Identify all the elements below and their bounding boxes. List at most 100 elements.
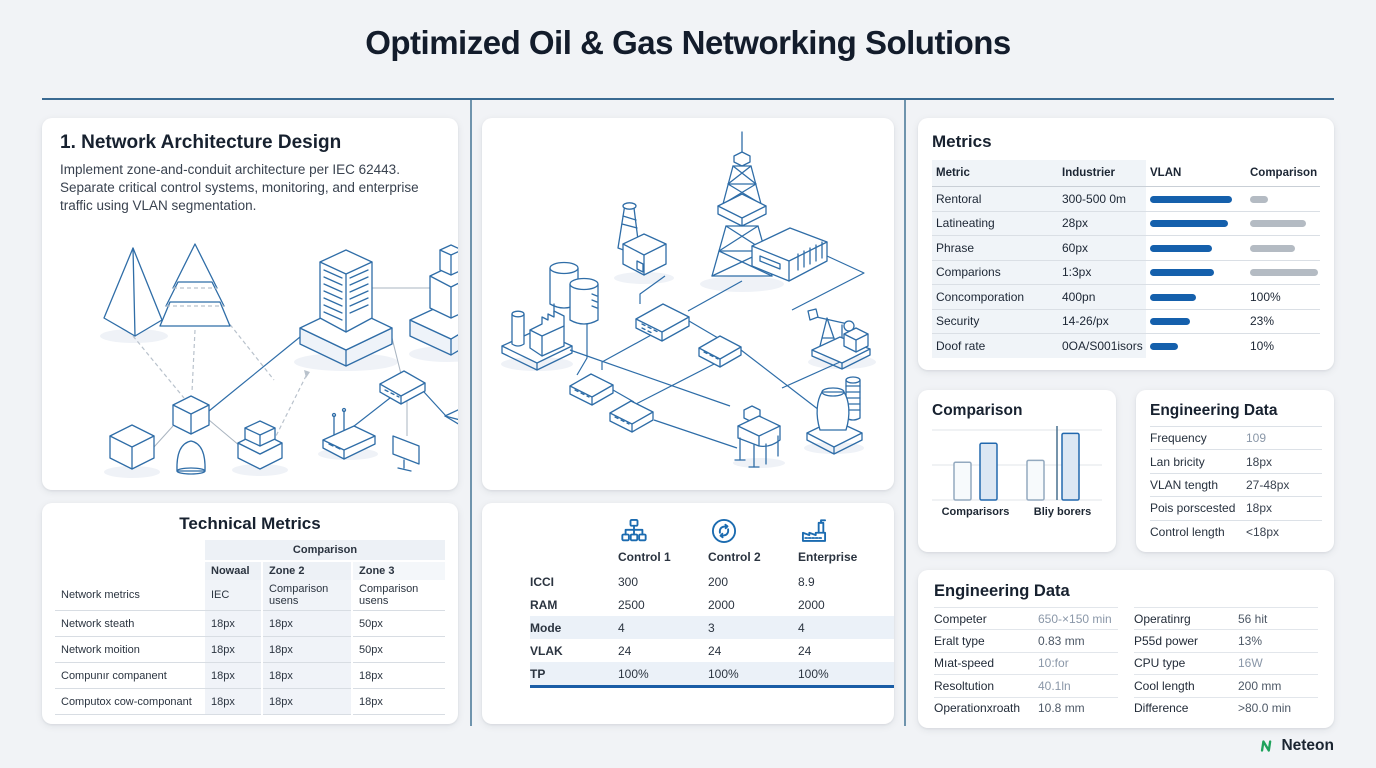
cell-value: 18px bbox=[261, 662, 352, 689]
cell-value: 18px bbox=[261, 688, 352, 715]
industrier-value: 400pn bbox=[1058, 285, 1146, 309]
row-label: Mode bbox=[530, 616, 618, 639]
comparison-cell: 23% bbox=[1250, 314, 1275, 329]
comparison-cell: 10% bbox=[1250, 338, 1275, 353]
industrier-value: 1:3px bbox=[1058, 260, 1146, 284]
vlan-bar bbox=[1150, 244, 1212, 252]
column-header: Comparison bbox=[1250, 167, 1318, 179]
cell-value: 18px bbox=[350, 662, 446, 689]
network-architecture-card: 1. Network Architecture Design Implement… bbox=[42, 118, 458, 490]
cell-value: 24 bbox=[618, 643, 632, 658]
cell-value: 200 bbox=[708, 574, 729, 589]
item-label: Resoltution bbox=[934, 678, 995, 693]
cell-value: 18px bbox=[205, 610, 262, 637]
list-item: Difference >80.0 min bbox=[1134, 696, 1318, 719]
item-value: <18px bbox=[1246, 524, 1280, 539]
metrics-header-row: Metric Industrier VLAN Comparison bbox=[932, 160, 1320, 187]
cell-value: 4 bbox=[618, 616, 708, 639]
vlan-bar bbox=[1150, 220, 1228, 228]
technical-metrics-table: Comparison Nowaal Zone 2 Zone 3 Network … bbox=[55, 540, 446, 715]
comparison-cell bbox=[1246, 241, 1320, 255]
engineering-data-title: Engineering Data bbox=[1150, 402, 1278, 419]
table-row: Comparison bbox=[55, 540, 446, 561]
item-label: Eralt type bbox=[934, 634, 985, 649]
section-body: Implement zone-and-conduit architecture … bbox=[60, 162, 419, 213]
list-item: Eralt type 0.83 mm bbox=[934, 629, 1118, 651]
row-label: TP bbox=[530, 662, 618, 688]
row-label: ICCI bbox=[530, 574, 554, 589]
span-header: Comparison bbox=[205, 540, 446, 561]
item-value: 56 hit bbox=[1238, 611, 1268, 626]
industrier-value: 300-500 0m bbox=[1058, 187, 1146, 211]
column-header: Metric bbox=[932, 160, 1058, 186]
chart-category-label: Bliy borers bbox=[1033, 506, 1092, 518]
row-label: Computox cow-componant bbox=[55, 688, 205, 715]
vlan-cell bbox=[1146, 192, 1246, 206]
metric-name: Comparions bbox=[932, 260, 1058, 284]
item-label: Difference bbox=[1134, 701, 1189, 716]
item-value: 0.83 mm bbox=[1038, 634, 1085, 649]
item-label: Operationxroath bbox=[934, 701, 1021, 716]
comparison-cell bbox=[1246, 265, 1320, 279]
table-row: Nowaal Zone 2 Zone 3 bbox=[55, 560, 446, 580]
vlan-bar bbox=[1150, 195, 1232, 203]
comparison-cell bbox=[1246, 216, 1320, 230]
comparison-bar bbox=[1250, 220, 1306, 228]
comparison-bar bbox=[1250, 195, 1268, 203]
vlan-cell bbox=[1146, 216, 1246, 230]
neteon-logo-icon bbox=[1261, 740, 1272, 752]
cell-value: Comparison usens bbox=[350, 580, 446, 611]
item-value: >80.0 min bbox=[1238, 701, 1292, 716]
comparison-cell: 100% bbox=[1250, 289, 1281, 304]
metric-name: Latineating bbox=[932, 211, 1058, 235]
cell-value: 100% bbox=[798, 662, 894, 688]
item-label: Pois porscested bbox=[1150, 501, 1236, 516]
cell-value: 18px bbox=[350, 688, 446, 715]
industrier-value: 28px bbox=[1058, 211, 1146, 235]
industrier-value: 14-26/px bbox=[1058, 309, 1146, 333]
comparison-chart-card: Comparison Comparisors Bliy borers bbox=[918, 390, 1116, 552]
vlan-bar bbox=[1150, 342, 1178, 350]
cell-value: 100% bbox=[708, 662, 798, 688]
item-label: Frequency bbox=[1150, 431, 1207, 446]
chart-bar bbox=[1026, 459, 1045, 501]
column-divider-1 bbox=[470, 100, 472, 726]
cell-value: 100% bbox=[618, 662, 708, 688]
comparison-bar-chart bbox=[932, 426, 1102, 501]
cell-value: 2000 bbox=[798, 597, 825, 612]
column-header: VLAN bbox=[1150, 167, 1182, 179]
row-label: Network moition bbox=[55, 636, 205, 663]
cell-value: 24 bbox=[798, 643, 812, 658]
metric-name: Concomporation bbox=[932, 285, 1058, 309]
item-label: CPU type bbox=[1134, 656, 1186, 671]
cell-value: 18px bbox=[261, 636, 352, 663]
column-label: Control 2 bbox=[708, 550, 761, 564]
item-value: 10:for bbox=[1038, 656, 1069, 671]
chart-bar bbox=[979, 442, 998, 501]
oilfield-network-illustration bbox=[501, 131, 876, 468]
row-label: Network metrics bbox=[55, 580, 205, 611]
cell-value: 8.9 bbox=[798, 574, 815, 589]
item-value: 10.8 mm bbox=[1038, 701, 1085, 716]
item-value: 40.1ln bbox=[1038, 678, 1071, 693]
vlan-bar bbox=[1150, 269, 1214, 277]
column-header: Zone 3 bbox=[350, 560, 446, 580]
